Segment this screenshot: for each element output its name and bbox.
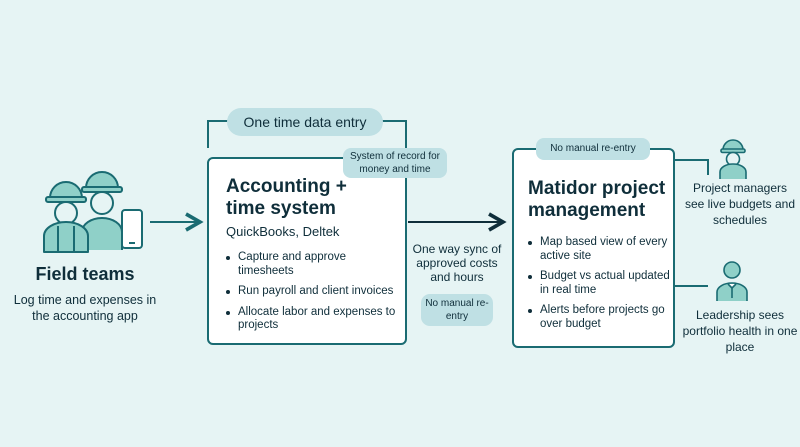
matidor-badge: No manual re-entry: [536, 138, 650, 160]
accounting-bullet-list: Capture and approve timesheets Run payro…: [226, 251, 401, 340]
list-item: Alerts before projects go over budget: [528, 304, 673, 331]
businessperson-icon: [716, 261, 748, 301]
matidor-box-title: Matidor project management: [528, 178, 666, 221]
list-item: Run payroll and client invoices: [226, 285, 401, 299]
list-item: Budget vs actual updated in real time: [528, 270, 673, 297]
no-manual-reentry-badge: No manual re-entry: [421, 294, 493, 326]
sync-label: One way sync of approved costs and hours: [412, 242, 502, 284]
list-item: Map based view of every active site: [528, 236, 673, 263]
list-item: Capture and approve timesheets: [226, 251, 401, 278]
project-managers-label: Project managers see live budgets and sc…: [684, 181, 796, 227]
system-of-record-badge: System of record for money and time: [343, 148, 447, 178]
field-teams-description: Log time and expenses in the accounting …: [13, 293, 157, 323]
worker-icon: [81, 171, 123, 250]
matidor-box: [512, 148, 675, 348]
field-teams-title: Field teams: [35, 264, 135, 284]
accounting-box-subtitle: QuickBooks, Deltek: [226, 224, 340, 239]
matidor-bullet-list: Map based view of every active site Budg…: [528, 236, 673, 338]
one-time-entry-label: One time data entry: [227, 108, 383, 136]
phone-icon: [121, 209, 143, 249]
field-teams-icon: [43, 171, 143, 253]
list-item: Allocate labor and expenses to projects: [226, 306, 401, 333]
accounting-box-title: Accounting + time system: [226, 176, 347, 219]
worker-icon: [43, 181, 89, 253]
hardhat-person-icon: [719, 139, 747, 179]
connector-to-project-managers: [675, 159, 709, 175]
leadership-label: Leadership sees portfolio health in one …: [682, 308, 798, 354]
accounting-system-box: [207, 157, 407, 345]
